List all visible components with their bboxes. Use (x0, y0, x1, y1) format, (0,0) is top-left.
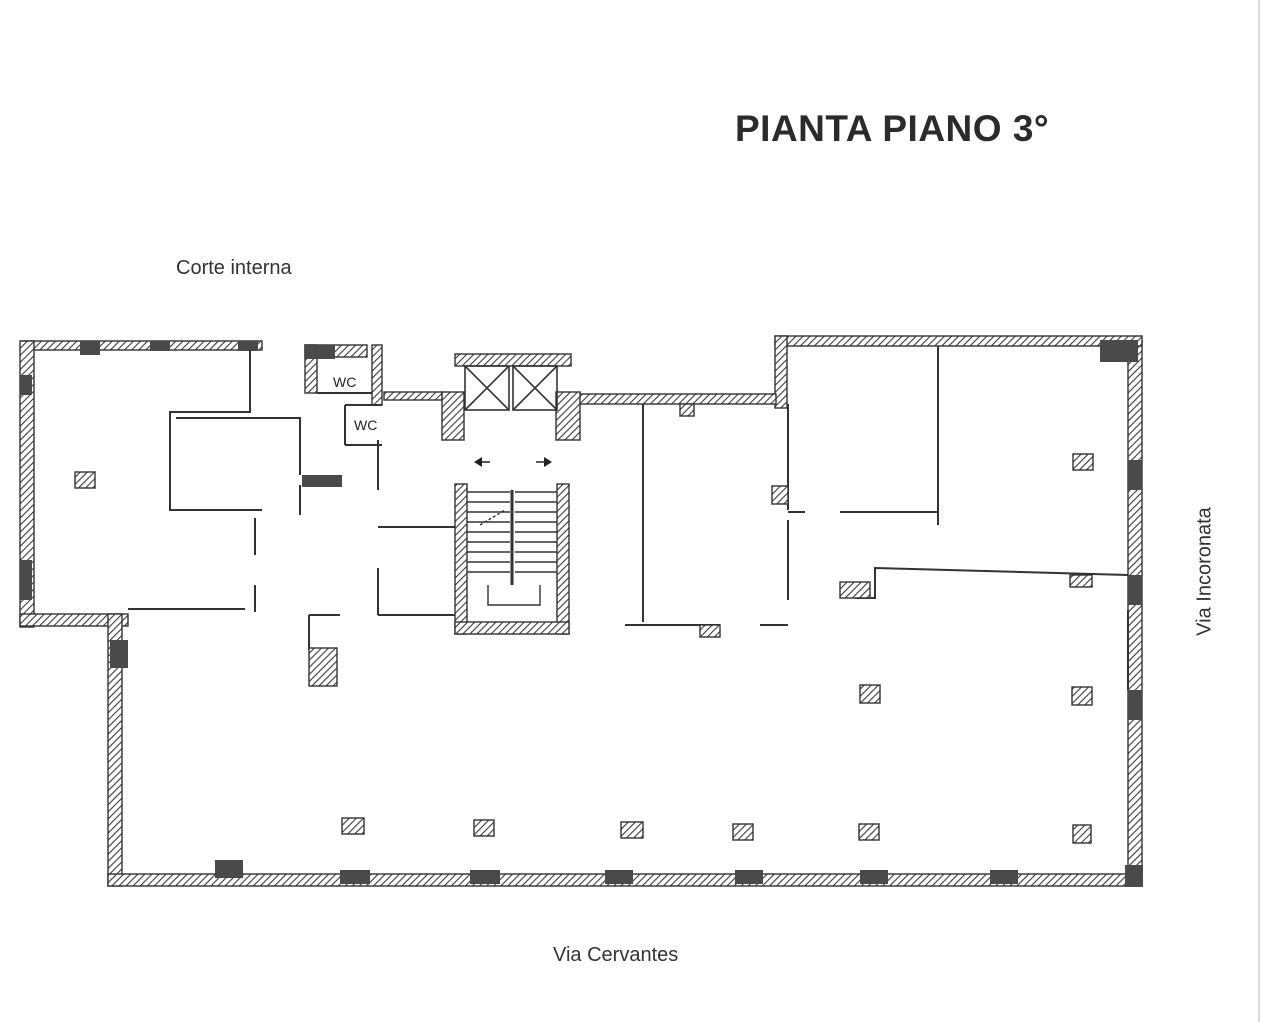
wall-core-top-left (383, 391, 443, 401)
stair-treads (467, 490, 557, 606)
wall-accent (990, 870, 1018, 884)
wall-accent (238, 341, 258, 351)
interior-partitions (128, 346, 1129, 690)
core-top-wall (454, 353, 572, 367)
scan-edge-line (1258, 0, 1260, 1022)
column (308, 647, 338, 687)
column (699, 624, 721, 638)
columns (74, 403, 1094, 844)
courtyard-label: Corte interna (176, 257, 292, 279)
column (679, 403, 695, 417)
column (732, 823, 754, 841)
wall-accent (80, 341, 100, 355)
wall-top-right (774, 335, 1143, 347)
column (341, 817, 365, 835)
wall-right-block-left (774, 335, 788, 409)
wall-accent (860, 870, 888, 884)
wall-accents (20, 340, 1143, 887)
elevator-cross-icon (464, 365, 558, 411)
wall-accent (150, 341, 170, 351)
wall-accent (735, 870, 763, 884)
wall-accent (110, 640, 128, 668)
column (771, 485, 789, 505)
wc-label: WC (333, 374, 357, 390)
column (473, 819, 495, 837)
plan-title: PIANTA PIANO 3° (735, 108, 1050, 149)
stair-arrow-right-icon (536, 457, 552, 467)
column (620, 821, 644, 839)
central-core (441, 353, 581, 635)
wall-accent (215, 860, 243, 878)
column (1072, 453, 1094, 471)
stair-arrow-left-icon (474, 457, 490, 467)
wall-left-upper (19, 340, 35, 628)
wall-top-left (21, 340, 263, 351)
stair-right-wall (556, 483, 570, 635)
partition (176, 417, 301, 475)
column (859, 684, 881, 704)
core-left-pillar (441, 391, 465, 441)
street-south-label: Via Cervantes (553, 944, 679, 966)
wall-step (19, 613, 129, 627)
wc-label: WC (354, 417, 378, 433)
wall-accent (20, 375, 32, 395)
wall-accent (1128, 460, 1142, 490)
wall-accent (1128, 575, 1142, 605)
wall-accent (605, 870, 633, 884)
column (74, 471, 96, 489)
wall-accent (305, 345, 335, 359)
core-right-pillar (555, 391, 581, 441)
wall-accent (1125, 865, 1143, 887)
stair-bottom-wall (454, 621, 570, 635)
wall-accent (1100, 340, 1138, 362)
column (858, 823, 880, 841)
wall-right (1127, 340, 1143, 887)
column (1071, 686, 1093, 706)
wall-core-top-right (567, 393, 777, 405)
wall-accent (302, 475, 342, 487)
wall-wc-right (371, 344, 383, 406)
column (1072, 824, 1092, 844)
wall-accent (340, 870, 370, 884)
stair-left-wall (454, 483, 468, 635)
wall-accent (1128, 690, 1142, 720)
partition (169, 350, 262, 511)
wall-accent (470, 870, 500, 884)
wall-accent (20, 560, 32, 600)
column (839, 581, 871, 599)
column (1069, 574, 1093, 588)
